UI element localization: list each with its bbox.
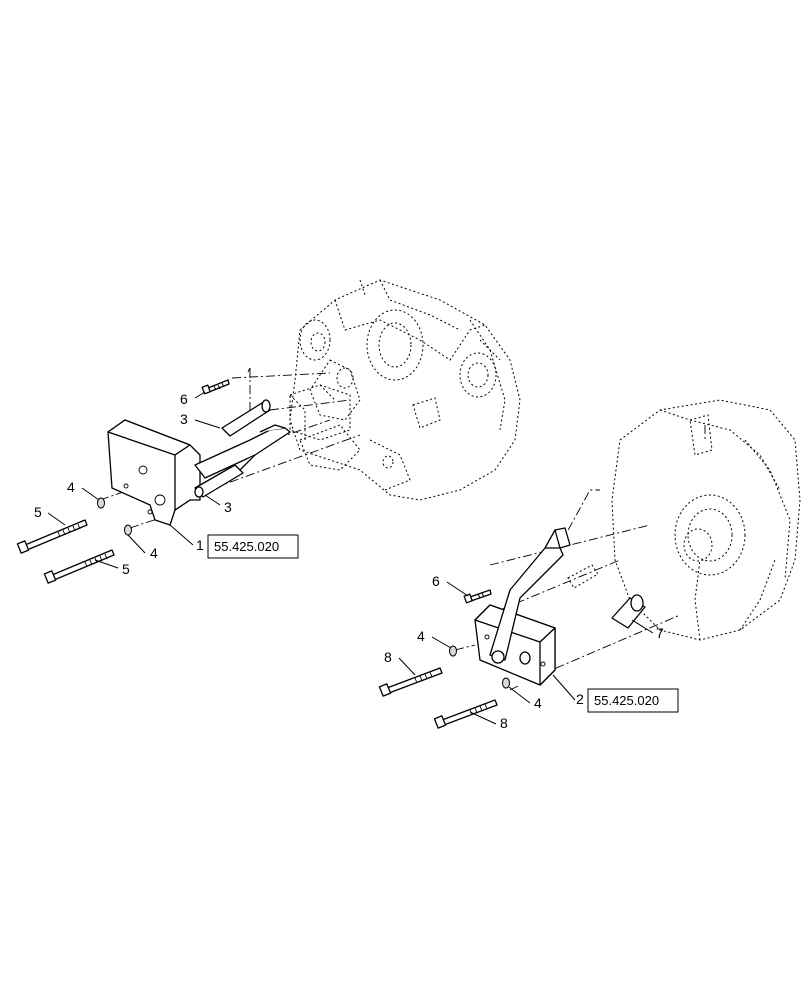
callout-6-upper: 6 xyxy=(180,391,188,407)
leaders xyxy=(47,391,654,725)
lever-arm-left xyxy=(194,424,291,479)
pin-upper xyxy=(221,399,271,437)
callout-6-right: 6 xyxy=(432,573,440,589)
reference-1-text[interactable]: 55.425.020 xyxy=(214,539,279,554)
screw-upper xyxy=(201,379,230,395)
callout-2: 2 xyxy=(576,691,584,707)
washer-left-2 xyxy=(124,524,132,536)
bolt-right-2 xyxy=(433,699,498,729)
washer-right-1 xyxy=(449,645,457,657)
reference-box-1[interactable]: 55.425.020 xyxy=(207,534,299,559)
bolt-left-2 xyxy=(43,549,115,584)
callout-7: 7 xyxy=(656,625,664,641)
lever-right xyxy=(489,527,571,665)
callout-3-lower: 3 xyxy=(224,499,232,515)
pin-right-dotted xyxy=(567,564,599,589)
callout-8-right-1: 8 xyxy=(384,649,392,665)
bracket-right xyxy=(474,604,556,686)
callout-3-upper: 3 xyxy=(180,411,188,427)
bolt-right-1 xyxy=(378,667,443,697)
callout-4-right-2: 4 xyxy=(534,695,542,711)
upper-mounting-outline xyxy=(289,384,351,441)
bolt-left-1 xyxy=(16,519,88,554)
callout-8-right-2: 8 xyxy=(500,715,508,731)
reference-box-2[interactable]: 55.425.020 xyxy=(587,688,679,713)
washer-right-2 xyxy=(502,677,510,689)
reference-2-text[interactable]: 55.425.020 xyxy=(594,693,659,708)
screw-right xyxy=(463,589,492,604)
callout-5-left-1: 5 xyxy=(34,504,42,520)
upper-housing-outline xyxy=(289,279,521,501)
callout-4-left-1: 4 xyxy=(67,479,75,495)
washer-left-1 xyxy=(97,497,105,509)
callout-4-right-1: 4 xyxy=(417,628,425,644)
pin-lower xyxy=(194,464,244,498)
bracket-left xyxy=(107,419,201,526)
spacer-right xyxy=(611,594,646,629)
callout-4-left-2: 4 xyxy=(150,545,158,561)
callout-5-left-2: 5 xyxy=(122,561,130,577)
callout-1: 1 xyxy=(196,537,204,553)
lower-housing-outline xyxy=(611,399,801,641)
